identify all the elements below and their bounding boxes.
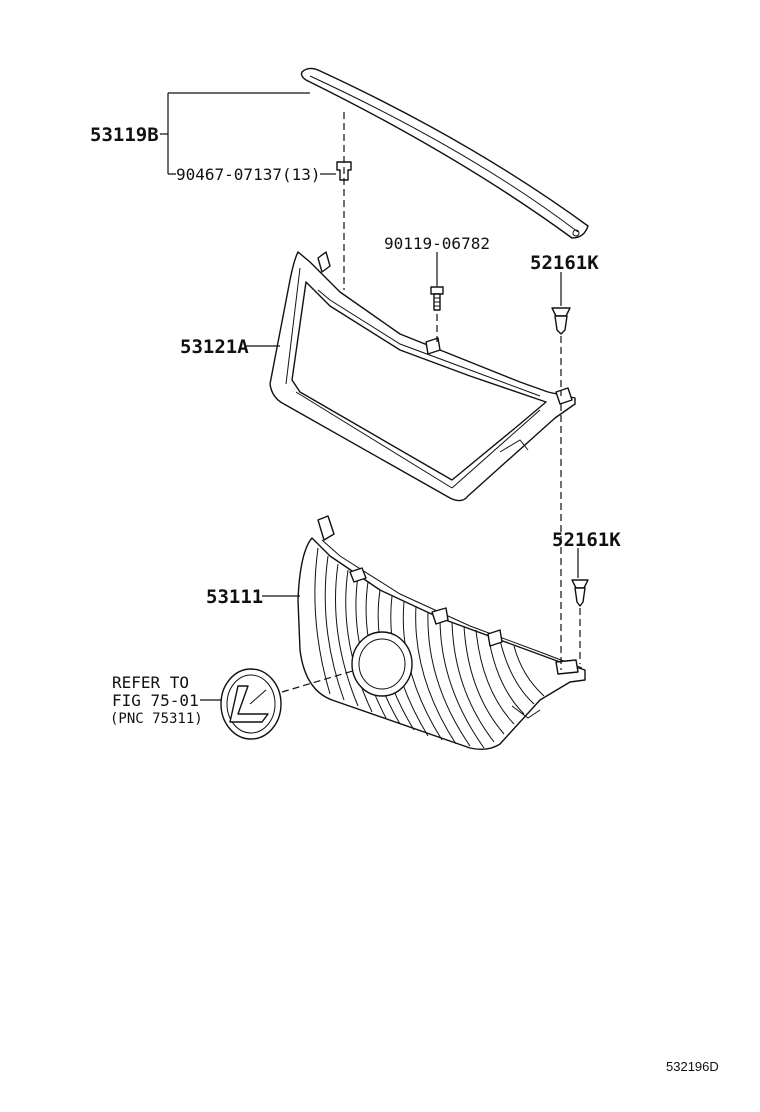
grille-frame-53121A[interactable] bbox=[269, 251, 576, 502]
clip-52161K-lower-icon[interactable] bbox=[571, 579, 589, 607]
label-52161K-upper[interactable]: 52161K bbox=[530, 252, 599, 274]
label-90467[interactable]: 90467-07137(13) bbox=[176, 165, 321, 184]
label-52161K-lower[interactable]: 52161K bbox=[552, 529, 621, 551]
dashed-line-emblem bbox=[281, 669, 357, 693]
reference-line-1: REFER TO bbox=[112, 673, 189, 692]
label-53111[interactable]: 53111 bbox=[206, 586, 263, 608]
clip-52161K-upper-icon[interactable] bbox=[551, 307, 571, 335]
reference-line-2[interactable]: FIG 75-01 bbox=[112, 691, 199, 710]
leader-53119B bbox=[160, 92, 310, 175]
bolt-90119-icon[interactable] bbox=[430, 286, 444, 311]
molding-strip-53119B[interactable] bbox=[300, 67, 589, 239]
radiator-grille-53111[interactable] bbox=[297, 515, 586, 751]
lexus-emblem-icon[interactable] bbox=[220, 668, 282, 740]
figure-id: 532196D bbox=[666, 1059, 719, 1074]
label-53121A[interactable]: 53121A bbox=[180, 336, 249, 358]
label-53119B[interactable]: 53119B bbox=[90, 124, 159, 146]
reference-line-3: (PNC 75311) bbox=[110, 711, 203, 727]
label-90119[interactable]: 90119-06782 bbox=[384, 234, 490, 253]
